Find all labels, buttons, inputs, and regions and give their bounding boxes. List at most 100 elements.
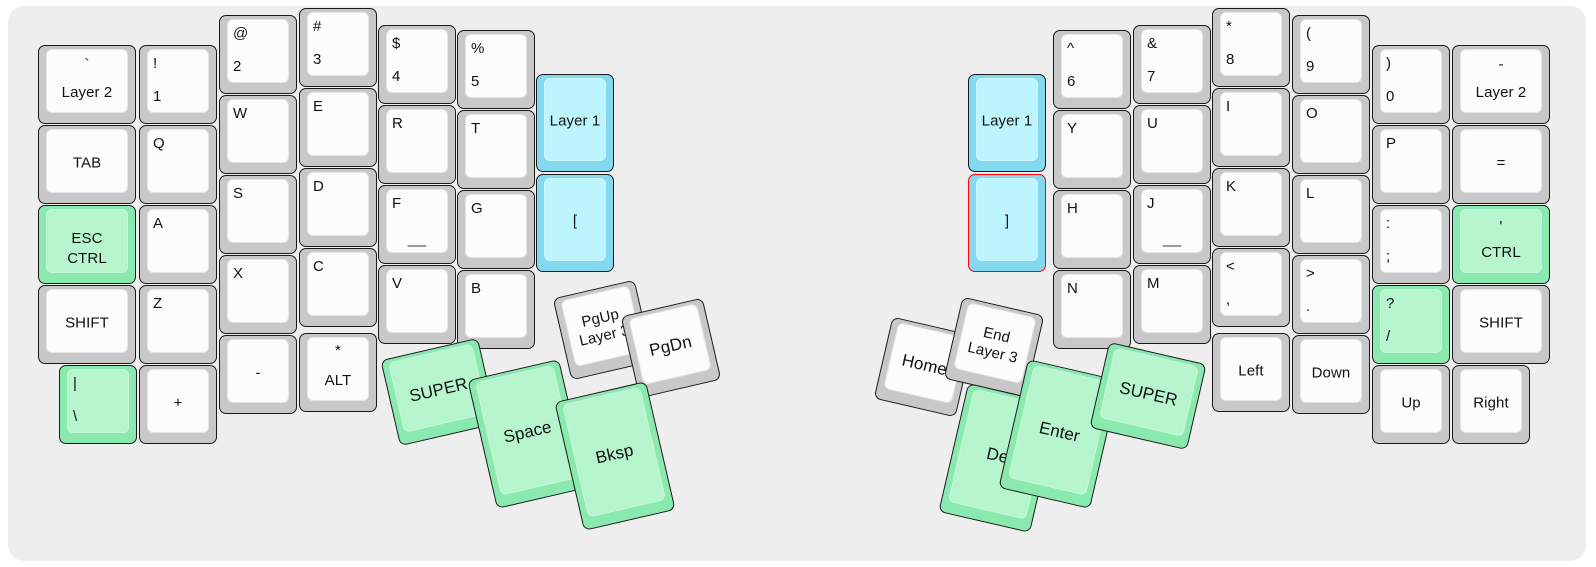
key-minus-layer2[interactable]: -Layer 2 [1452, 45, 1550, 124]
key-grave-layer2[interactable]: ` Layer 2 [38, 45, 136, 124]
key-legend: SHIFT [65, 314, 109, 332]
key-tab[interactable]: TAB [38, 125, 136, 204]
key-left-arrow[interactable]: Left [1212, 333, 1290, 412]
key-m[interactable]: M [1133, 265, 1211, 344]
key-n[interactable]: N [1053, 270, 1131, 349]
key-8[interactable]: *8 [1212, 8, 1290, 87]
key-bracket-left[interactable]: [ [536, 174, 614, 272]
key-plus[interactable]: + [139, 365, 217, 444]
keycap [147, 129, 209, 193]
key-legend-top: - [1498, 56, 1504, 73]
key-b[interactable]: B [457, 270, 535, 349]
key-1[interactable]: !1 [139, 45, 217, 124]
key-legend-main: CTRL [1481, 244, 1521, 261]
keycap [1460, 289, 1542, 353]
keycap [1300, 259, 1362, 323]
key-w[interactable]: W [219, 95, 297, 174]
key-l[interactable]: L [1292, 175, 1370, 254]
keycap [1380, 49, 1442, 113]
key-legend-main: Layer 2 [61, 84, 113, 101]
key-legend-top: ) [1386, 55, 1392, 72]
key-3[interactable]: #3 [299, 8, 377, 87]
key-r[interactable]: R [378, 105, 456, 184]
keycap [1380, 129, 1442, 193]
key-legend: W [233, 105, 248, 122]
key-asterisk-alt[interactable]: *ALT [299, 333, 377, 412]
key-t[interactable]: T [457, 110, 535, 189]
key-pipe-backslash[interactable]: |\ [59, 365, 137, 444]
keycap [227, 339, 289, 403]
keycap [1220, 252, 1282, 316]
key-7[interactable]: &7 [1133, 25, 1211, 104]
keycap [1141, 269, 1203, 333]
key-legend-top: ` [84, 56, 90, 73]
key-0[interactable]: )0 [1372, 45, 1450, 124]
key-d[interactable]: D [299, 168, 377, 247]
key-bracket-right[interactable]: ] [968, 174, 1046, 272]
key-legend: P [1386, 135, 1397, 152]
key-legend: Q [153, 135, 165, 152]
key-g[interactable]: G [457, 190, 535, 269]
key-layer1-left[interactable]: Layer 1 [536, 74, 614, 172]
key-semicolon[interactable]: :; [1372, 205, 1450, 284]
keycap [386, 269, 448, 333]
key-equals[interactable]: = [1452, 125, 1550, 204]
key-period[interactable]: >. [1292, 255, 1370, 334]
key-2[interactable]: @2 [219, 15, 297, 94]
key-c[interactable]: C [299, 248, 377, 327]
key-legend: - [255, 364, 261, 382]
keycap [227, 179, 289, 243]
keycap [227, 259, 289, 323]
key-k[interactable]: K [1212, 168, 1290, 247]
key-legend-main: / [1386, 328, 1391, 345]
key-o[interactable]: O [1292, 95, 1370, 174]
key-legend: O [1306, 105, 1318, 122]
keycap [307, 252, 369, 316]
key-legend: Up [1401, 394, 1421, 412]
key-legend-top: | [73, 375, 77, 392]
key-x[interactable]: X [219, 255, 297, 334]
key-4[interactable]: $4 [378, 25, 456, 104]
key-comma[interactable]: <, [1212, 248, 1290, 327]
keycap [1061, 34, 1123, 98]
key-slash[interactable]: ?/ [1372, 285, 1450, 364]
key-9[interactable]: (9 [1292, 15, 1370, 94]
key-e[interactable]: E [299, 88, 377, 167]
key-q[interactable]: Q [139, 125, 217, 204]
key-legend-top: % [471, 40, 485, 57]
key-v[interactable]: V [378, 265, 456, 344]
keycap [1061, 274, 1123, 338]
key-j[interactable]: J [1133, 185, 1211, 264]
keycap [1460, 129, 1542, 193]
key-h[interactable]: H [1053, 190, 1131, 269]
key-right-arrow[interactable]: Right [1452, 365, 1530, 444]
key-f[interactable]: F [378, 185, 456, 264]
key-y[interactable]: Y [1053, 110, 1131, 189]
key-shift-right[interactable]: SHIFT [1452, 285, 1550, 364]
key-quote-ctrl[interactable]: 'CTRL [1452, 205, 1550, 284]
key-shift-left[interactable]: SHIFT [38, 285, 136, 364]
key-legend-top: ! [153, 55, 158, 72]
key-5[interactable]: %5 [457, 30, 535, 109]
keycap [1220, 92, 1282, 156]
key-legend-main: \ [73, 408, 78, 425]
key-minus-left[interactable]: - [219, 335, 297, 414]
key-legend: T [471, 120, 481, 137]
key-p[interactable]: P [1372, 125, 1450, 204]
key-s[interactable]: S [219, 175, 297, 254]
key-up-arrow[interactable]: Up [1372, 365, 1450, 444]
key-u[interactable]: U [1133, 105, 1211, 184]
key-legend-top: ( [1306, 25, 1312, 42]
key-z[interactable]: Z [139, 285, 217, 364]
key-legend-main: 8 [1226, 51, 1235, 68]
key-legend-top: * [335, 342, 341, 359]
key-layer1-right[interactable]: Layer 1 [968, 74, 1046, 172]
key-6[interactable]: ^6 [1053, 30, 1131, 109]
key-i[interactable]: I [1212, 88, 1290, 167]
key-legend: Y [1067, 120, 1078, 137]
key-a[interactable]: A [139, 205, 217, 284]
key-legend: J [1147, 195, 1155, 212]
key-down-arrow[interactable]: Down [1292, 335, 1370, 414]
key-legend-top: ^ [1067, 40, 1075, 57]
